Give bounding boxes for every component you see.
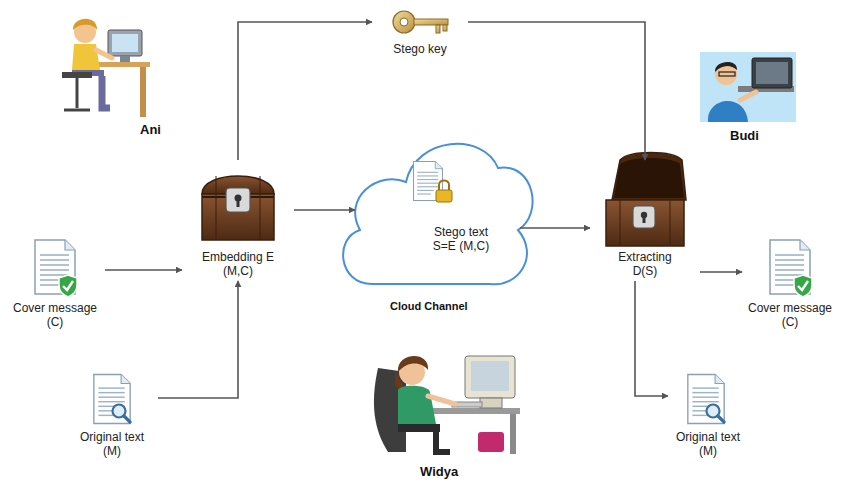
cover-doc-right	[770, 240, 812, 297]
ani-illustration	[62, 19, 150, 117]
document-node: Cover message (C)	[742, 235, 838, 332]
extracting-node: Extracting D(S)	[590, 160, 700, 281]
extracting-chest	[606, 153, 686, 247]
key-node: Stego key	[372, 2, 468, 59]
document-node: Original text (M)	[66, 368, 158, 461]
original-doc-left	[94, 374, 130, 423]
stego-doc-icon	[414, 161, 452, 202]
document-node: Original text (M)	[668, 368, 748, 461]
person-name: Budi	[730, 128, 759, 143]
flow-arrow	[238, 22, 372, 160]
widya-illustration	[374, 356, 520, 454]
embedding-chest	[202, 176, 274, 240]
flow-arrow	[294, 209, 355, 211]
embedding-node: Embedding E (M,C)	[182, 160, 294, 281]
node-label: Original text (M)	[70, 430, 154, 458]
node-label: Embedding E (M,C)	[200, 250, 276, 278]
person-name: Ani	[140, 122, 161, 137]
document-node: Cover message (C)	[5, 235, 105, 332]
node-label: Extracting D(S)	[609, 250, 681, 278]
key-icon	[393, 11, 448, 33]
node-label: Cover message (C)	[9, 301, 101, 329]
person-name: Widya	[420, 464, 458, 479]
node-label: Cover message (C)	[744, 301, 836, 329]
budi-illustration	[700, 52, 796, 122]
flow-arrow	[700, 271, 742, 273]
flow-arrow	[158, 281, 238, 398]
original-doc-right	[688, 374, 724, 423]
flow-arrow	[105, 269, 182, 271]
cloud-node: Stego text S=E (M,C)	[345, 125, 530, 256]
flow-arrow	[468, 22, 645, 160]
flow-arrow	[520, 227, 590, 229]
node-label: Stego key	[375, 42, 465, 56]
node-label: Original text (M)	[669, 430, 747, 458]
cover-doc-left	[35, 240, 77, 297]
node-label: Stego text S=E (M,C)	[425, 225, 497, 253]
cloud-shape	[343, 144, 532, 284]
channel-label: Cloud Channel	[390, 300, 468, 312]
flow-arrow	[635, 281, 668, 396]
